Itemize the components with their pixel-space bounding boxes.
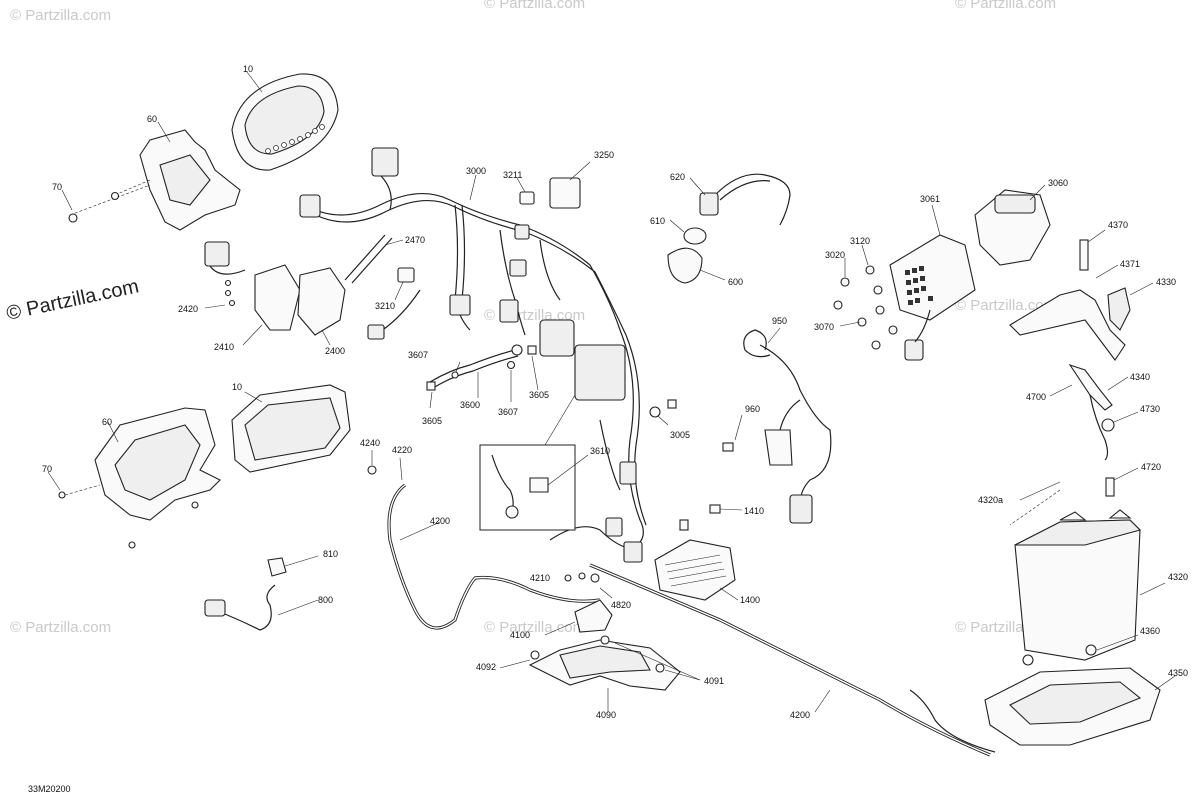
callout-3607: 3607 <box>498 407 518 417</box>
callout-1410: 1410 <box>744 506 764 516</box>
callout-4210: 4210 <box>530 573 550 583</box>
watermark-faint: © Partzilla.com <box>955 297 1056 314</box>
callout-4340: 4340 <box>1130 372 1150 382</box>
callout-70: 70 <box>42 464 52 474</box>
callout-2420: 2420 <box>178 304 198 314</box>
callout-70: 70 <box>52 182 62 192</box>
callout-4360: 4360 <box>1140 626 1160 636</box>
gauge-cluster-round <box>231 71 339 171</box>
callout-3000: 3000 <box>466 166 486 176</box>
dess-key-assembly <box>667 173 791 284</box>
bolt-3005 <box>649 399 677 426</box>
callout-3020: 3020 <box>825 250 845 260</box>
callout-950: 950 <box>772 316 787 326</box>
gauge-cluster-rect <box>47 384 351 549</box>
callout-3605: 3605 <box>529 390 549 400</box>
callout-4370: 4370 <box>1108 220 1128 230</box>
callout-600: 600 <box>728 277 743 287</box>
callout-4350: 4350 <box>1168 668 1188 678</box>
callout-3600: 3600 <box>460 400 480 410</box>
callout-4100: 4100 <box>510 630 530 640</box>
callout-3061: 3061 <box>920 194 940 204</box>
callout-4320a: 4320a <box>978 495 1003 505</box>
bracket-top <box>61 121 241 231</box>
sensor-800 <box>204 555 319 631</box>
detail-inset-3610 <box>479 394 589 531</box>
callout-3005: 3005 <box>670 430 690 440</box>
main-wiring-harness <box>299 147 647 563</box>
callout-4092: 4092 <box>476 662 496 672</box>
callout-960: 960 <box>745 404 760 414</box>
callout-4091: 4091 <box>704 676 724 686</box>
callout-3210: 3210 <box>375 301 395 311</box>
ground-cable-3600 <box>426 344 539 409</box>
diagram-code: 33M20200 <box>28 784 71 794</box>
callout-2400: 2400 <box>325 346 345 356</box>
callout-60: 60 <box>147 114 157 124</box>
callout-4730: 4730 <box>1140 404 1160 414</box>
callout-labels: 10 60 70 3000 3211 3250 620 610 600 3061… <box>42 64 1188 720</box>
voltage-regulator <box>654 504 743 601</box>
watermarks: © Partzilla.com © Partzilla.com © Partzi… <box>4 0 1056 636</box>
battery-cables <box>367 450 996 757</box>
callout-4220: 4220 <box>392 445 412 455</box>
watermark-faint: © Partzilla.com <box>484 619 585 636</box>
callout-4820: 4820 <box>611 600 631 610</box>
callout-10: 10 <box>232 382 242 392</box>
watermark-faint: © Partzilla.com <box>10 619 111 636</box>
fuse-box-assembly <box>833 184 1051 361</box>
callout-2410: 2410 <box>214 342 234 352</box>
callout-4371: 4371 <box>1120 259 1140 269</box>
battery-bracket-right <box>1009 229 1154 497</box>
callout-4090: 4090 <box>596 710 616 720</box>
callout-4720: 4720 <box>1141 462 1161 472</box>
callout-810: 810 <box>323 549 338 559</box>
watermark-faint: © Partzilla.com <box>955 0 1056 12</box>
callout-3120: 3120 <box>850 236 870 246</box>
watermark-main: © Partzilla.com <box>4 275 140 325</box>
watermark-faint: © Partzilla.com <box>10 7 111 24</box>
callout-3060: 3060 <box>1048 178 1068 188</box>
callout-610: 610 <box>650 216 665 226</box>
callout-4320: 4320 <box>1168 572 1188 582</box>
callout-4240: 4240 <box>360 438 380 448</box>
callout-3250: 3250 <box>594 150 614 160</box>
callout-60: 60 <box>102 417 112 427</box>
callout-4200: 4200 <box>430 516 450 526</box>
switch-3250 <box>516 161 591 209</box>
callout-800: 800 <box>318 595 333 605</box>
callout-1400: 1400 <box>740 595 760 605</box>
sensor-harness-950 <box>722 327 832 524</box>
callout-4200: 4200 <box>790 710 810 720</box>
callout-3605: 3605 <box>422 416 442 426</box>
gauge-lights <box>265 124 325 154</box>
starter-solenoid-assembly <box>499 572 701 712</box>
watermark-faint: © Partzilla.com <box>484 0 585 12</box>
callout-3211: 3211 <box>503 170 522 180</box>
battery-assembly <box>984 481 1176 746</box>
switch-assembly-left <box>204 234 415 346</box>
callout-3607: 3607 <box>408 350 428 360</box>
callout-2470: 2470 <box>405 235 425 245</box>
callout-4330: 4330 <box>1156 277 1176 287</box>
callout-3610: 3610 <box>590 446 610 456</box>
callout-3070: 3070 <box>814 322 834 332</box>
callout-10: 10 <box>243 64 253 74</box>
callout-4700: 4700 <box>1026 392 1046 402</box>
callout-620: 620 <box>670 172 685 182</box>
